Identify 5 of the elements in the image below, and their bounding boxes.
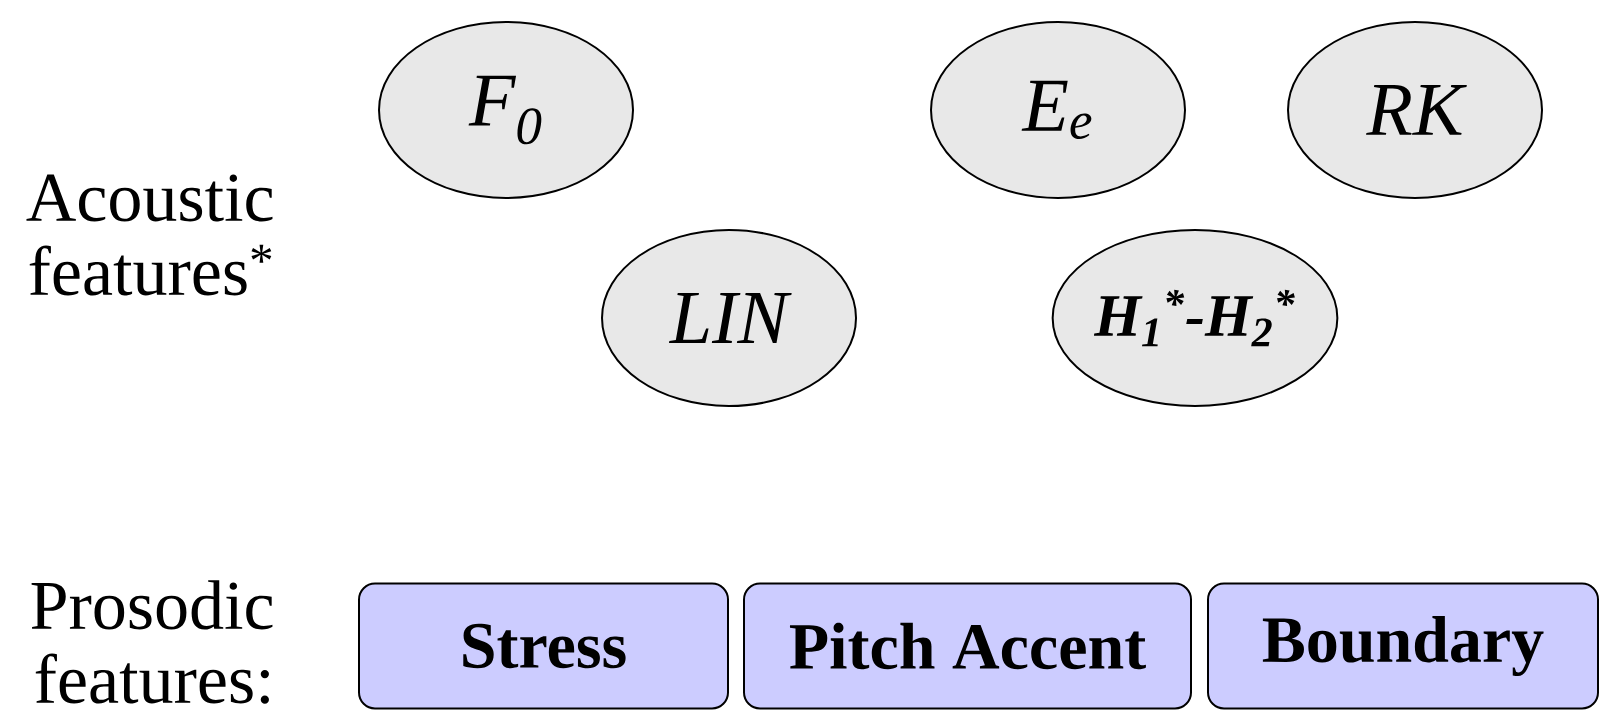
feature-box: Stress (358, 582, 729, 710)
feature-box: Boundary (1207, 582, 1599, 710)
feature-box: Pitch Accent (743, 582, 1192, 710)
row-label: Acoustic features$^{*}$ (26, 174, 273, 296)
row-label: Prosodic features: (31, 580, 273, 704)
